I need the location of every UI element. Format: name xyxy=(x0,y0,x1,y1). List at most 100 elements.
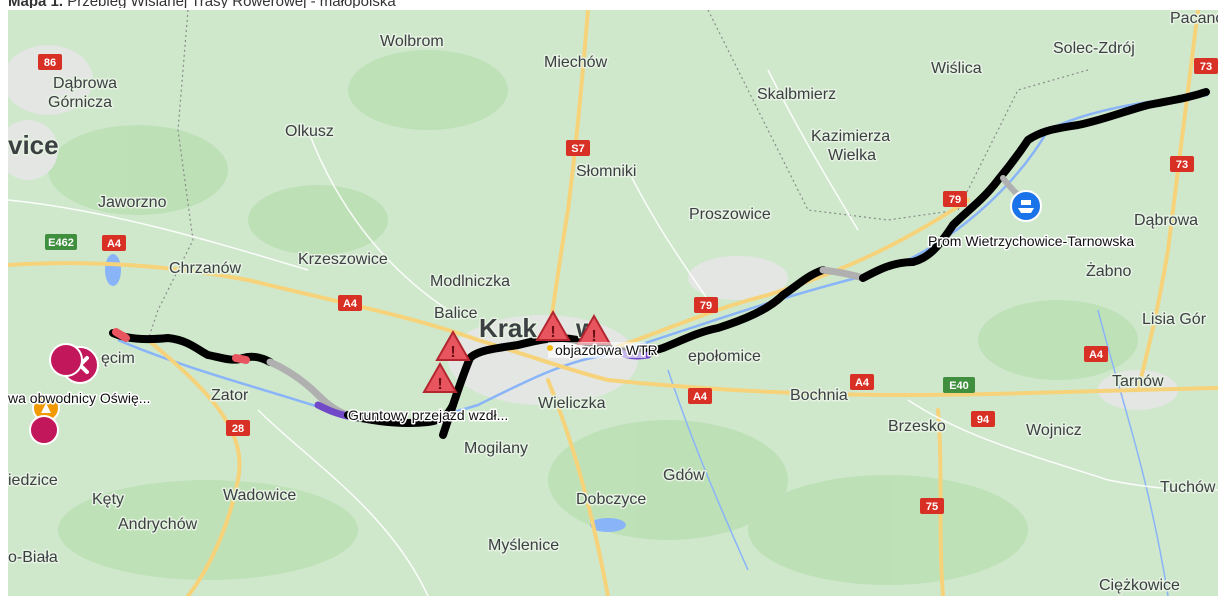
road-shield-r86: 86 xyxy=(38,54,62,70)
city-label-ciezkowice: Ciężkowice xyxy=(1099,577,1180,594)
route-red-patch-2 xyxy=(232,354,250,364)
city-label-wojnicz: Wojnicz xyxy=(1026,422,1082,439)
detour-label: objazdowa WTR xyxy=(555,342,658,358)
route-red-patch xyxy=(112,328,130,342)
city-label-myslenice: Myślenice xyxy=(488,537,559,554)
city-label-gdow: Gdów xyxy=(663,467,705,484)
svg-text:!: ! xyxy=(450,344,455,361)
city-label-oswiecim: ęcim xyxy=(101,350,135,367)
city-label-pacanow: Pacanów xyxy=(1170,10,1218,27)
city-label-kazimierza2: Wielka xyxy=(828,147,876,164)
road-shield-label: 73 xyxy=(1176,159,1188,171)
city-label-krzeszowice: Krzeszowice xyxy=(298,251,388,268)
caption-text: Przebieg Wiślanej Trasy Rowerowej - mało… xyxy=(67,0,395,8)
bypass-label: wa obwodnicy Oświę... xyxy=(8,390,150,406)
road-shield-r73b: 73 xyxy=(1170,156,1194,172)
city-label-chrzanow: Chrzanów xyxy=(169,260,241,277)
road-shield-r79a: 79 xyxy=(943,191,967,207)
road-shield-label: E462 xyxy=(48,237,74,249)
road-shield-label: A4 xyxy=(1089,349,1104,361)
road-shield-r94: 94 xyxy=(971,411,995,427)
road-shield-label: 94 xyxy=(977,414,990,426)
road-shield-ra4a: A4 xyxy=(102,235,126,251)
city-label-katowice: vice xyxy=(8,130,59,160)
warning-triangle-icon[interactable]: ! xyxy=(535,309,571,341)
city-label-olkusz: Olkusz xyxy=(285,123,334,140)
map-caption: Mapa 1. Przebieg Wiślanej Trasy Rowerowe… xyxy=(8,0,396,8)
city-label-lisia: Lisia Gór xyxy=(1142,311,1207,328)
lake xyxy=(105,254,121,286)
city-label-brzeszcze: iedzice xyxy=(8,472,58,489)
svg-text:!: ! xyxy=(437,376,442,393)
city-label-tarnow: Tarnów xyxy=(1112,373,1164,390)
detour-label-bg xyxy=(548,342,646,358)
city-label-biala: o-Biała xyxy=(8,549,58,566)
road-shield-label: 73 xyxy=(1200,61,1212,73)
city-label-jaworzno: Jaworzno xyxy=(98,194,167,211)
route-segment-central xyxy=(344,334,567,427)
city-label-wolbrom: Wolbrom xyxy=(380,33,444,50)
caption-prefix: Mapa 1. xyxy=(8,0,63,8)
city-label-krakow: Krak xyxy=(479,313,537,343)
city-label-wislica: Wiślica xyxy=(931,60,982,77)
road-shield-label: 79 xyxy=(949,194,961,206)
road-shield-r28: 28 xyxy=(226,420,250,436)
road-shield-label: 86 xyxy=(44,57,56,69)
road-shield-r79b: 79 xyxy=(694,297,718,313)
route-segment-northeast xyxy=(859,88,1210,282)
lake-dobczyce xyxy=(590,518,626,532)
river-raba xyxy=(667,369,749,571)
detour-dot xyxy=(547,345,553,351)
roads xyxy=(8,10,1218,596)
road-shield-ra4e: A4 xyxy=(1084,346,1108,362)
river-dunajec xyxy=(1097,309,1169,596)
road-shield-re462: E462 xyxy=(45,234,77,250)
road-shield-label: A4 xyxy=(693,391,708,403)
road-shield-label: E40 xyxy=(949,380,969,392)
ferry-icon[interactable] xyxy=(1010,190,1042,222)
road-shield-ra4d: A4 xyxy=(850,374,874,390)
route-segment-west xyxy=(109,329,274,366)
road-shield-label: A4 xyxy=(855,377,870,389)
city-label-brzesko: Brzesko xyxy=(888,418,946,435)
road-shield-ra4c: A4 xyxy=(688,388,712,404)
city-label-zator: Zator xyxy=(211,387,249,404)
city-label-kazimierza1: Kazimierza xyxy=(811,128,890,145)
city-label-wieliczka: Wieliczka xyxy=(538,395,606,412)
road-closed-icon[interactable] xyxy=(29,415,59,445)
city-label-andrychow: Andrychów xyxy=(118,516,198,533)
city-label-niepolomice: epołomice xyxy=(688,348,761,365)
road-closed-icon[interactable] xyxy=(49,343,83,377)
gravel-label: Gruntowy przejazd wzdł... xyxy=(348,407,508,423)
road-shield-rs7: S7 xyxy=(566,140,590,156)
road-shield-label: A4 xyxy=(107,238,122,250)
city-label-bochnia: Bochnia xyxy=(790,387,848,404)
warning-triangle-icon[interactable]: ! xyxy=(422,361,458,393)
city-label-tuchow: Tuchów xyxy=(1160,479,1216,496)
road-shield-label: A4 xyxy=(343,298,358,310)
city-label-slomniki: Słomniki xyxy=(576,163,636,180)
city-label-proszowice: Proszowice xyxy=(689,206,771,223)
region-border xyxy=(147,10,194,341)
city-label-miechow: Miechów xyxy=(544,54,608,71)
city-label-wadowice: Wadowice xyxy=(223,487,296,504)
minor-roads xyxy=(8,69,1218,596)
ferry-label: Prom Wietrzychowice-Tarnowska xyxy=(928,233,1134,249)
city-label-skalbmierz: Skalbmierz xyxy=(757,86,836,103)
road-shield-ra4b: A4 xyxy=(338,295,362,311)
city-label-modlniczka: Modlniczka xyxy=(430,273,510,290)
route-segment-south-spur xyxy=(439,401,457,439)
city-label-dabrowa-g2: Górnicza xyxy=(48,94,112,111)
road-shield-r73a: 73 xyxy=(1194,58,1218,74)
svg-text:!: ! xyxy=(591,328,596,345)
road-shield-label: 28 xyxy=(232,423,244,435)
warning-triangle-icon[interactable]: ! xyxy=(435,329,471,361)
city-label-kety: Kęty xyxy=(92,491,124,508)
city-label-balice: Balice xyxy=(434,305,478,322)
road-shield-label: 75 xyxy=(926,501,938,513)
city-label-solec: Solec-Zdrój xyxy=(1053,40,1135,57)
city-label-dobczyce: Dobczyce xyxy=(576,491,646,508)
road-shield-re40: E40 xyxy=(943,377,975,393)
road-shield-label: S7 xyxy=(571,143,584,155)
